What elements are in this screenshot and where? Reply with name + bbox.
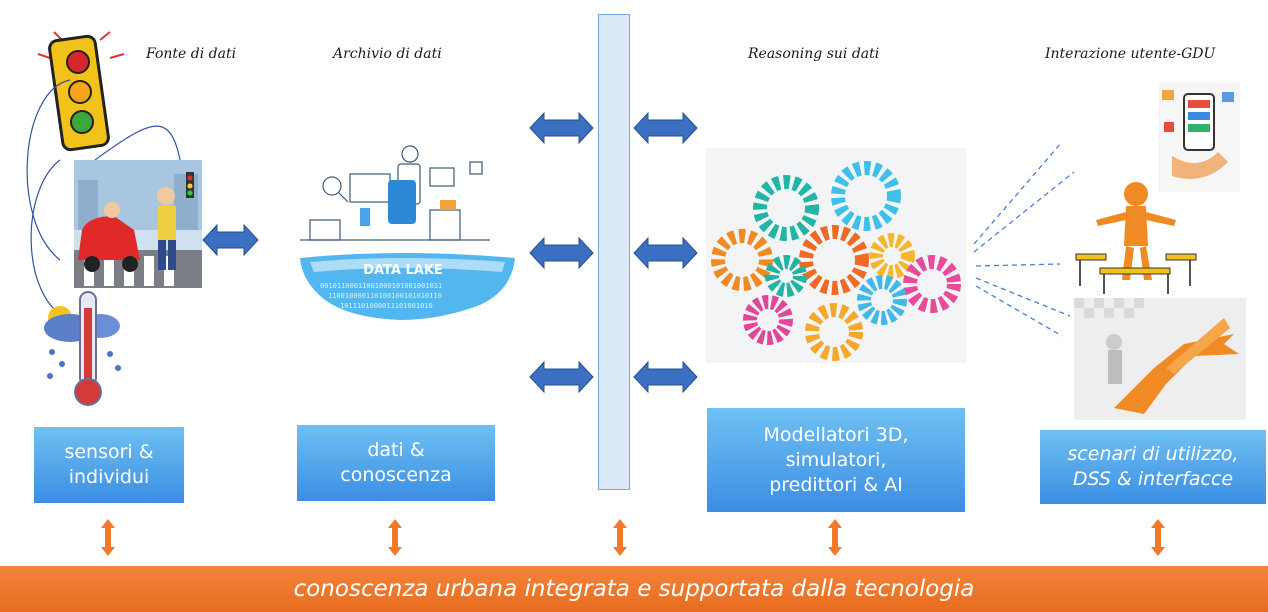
box-dati-conoscenza: dati & conoscenza — [297, 425, 495, 501]
double-arrow-right-2 — [633, 236, 698, 270]
svg-text:00101100011001000101001001011: 00101100011001000101001001011 — [320, 282, 442, 290]
vertical-arrow-4 — [828, 519, 842, 556]
double-arrow-left-1 — [529, 111, 594, 145]
data-lake-label: DATA LAKE — [363, 263, 443, 278]
heading-archivio: Archivio di dati — [333, 46, 442, 62]
traffic-light-icon — [37, 31, 125, 152]
box-dati-line-2: conoscenza — [340, 464, 452, 486]
person-with-barriers-icon — [1075, 182, 1197, 294]
double-arrow-right-3 — [633, 360, 698, 394]
double-arrow-source-archive — [202, 223, 259, 257]
vertical-arrow-5 — [1151, 519, 1165, 556]
box-modellatori: Modellatori 3D, simulatori, predittori &… — [707, 408, 965, 512]
heading-reasoning: Reasoning sui dati — [748, 46, 880, 62]
double-arrow-left-3 — [529, 360, 594, 394]
box-sensori-line-1: sensori & — [64, 441, 154, 463]
interaction-rays — [973, 141, 1075, 337]
vertical-arrow-3 — [613, 519, 627, 556]
box-sensori-line-2: individui — [68, 466, 150, 488]
box-scenari: scenari di utilizzo, DSS & interfacce — [1040, 430, 1266, 504]
box-modellatori-line-3: predittori & AI — [769, 473, 903, 496]
box-scenari-line-1: scenari di utilizzo, — [1067, 443, 1239, 465]
svg-text:1011101000011101001010: 1011101000011101001010 — [340, 302, 433, 310]
svg-text:110010000110100100101010110: 110010000110100100101010110 — [328, 292, 442, 300]
data-lake-illustration: DATA LAKE 00101100011001000101001001011 … — [300, 145, 515, 320]
vertical-arrow-2 — [388, 519, 402, 556]
double-arrow-right-1 — [633, 111, 698, 145]
heading-interazione: Interazione utente-GDU — [1045, 46, 1216, 62]
weather-thermometer-icon — [44, 291, 121, 406]
box-modellatori-line-1: Modellatori 3D, — [763, 423, 909, 446]
heading-fonte: Fonte di dati — [146, 46, 237, 62]
double-arrow-left-2 — [529, 236, 594, 270]
integration-bus — [598, 14, 630, 490]
box-modellatori-line-2: simulatori, — [785, 448, 887, 471]
box-sensori-individui: sensori & individui — [34, 427, 184, 503]
box-scenari-line-2: DSS & interfacce — [1072, 468, 1234, 490]
gears-illustration — [706, 148, 966, 363]
smartphone-apps-icon — [1158, 82, 1240, 192]
crossroads-choice-icon — [1074, 298, 1246, 420]
street-crossing-illustration — [74, 160, 202, 288]
footer-banner: conoscenza urbana integrata e supportata… — [0, 566, 1268, 612]
vertical-arrow-1 — [101, 519, 115, 556]
box-dati-line-1: dati & — [367, 439, 425, 461]
